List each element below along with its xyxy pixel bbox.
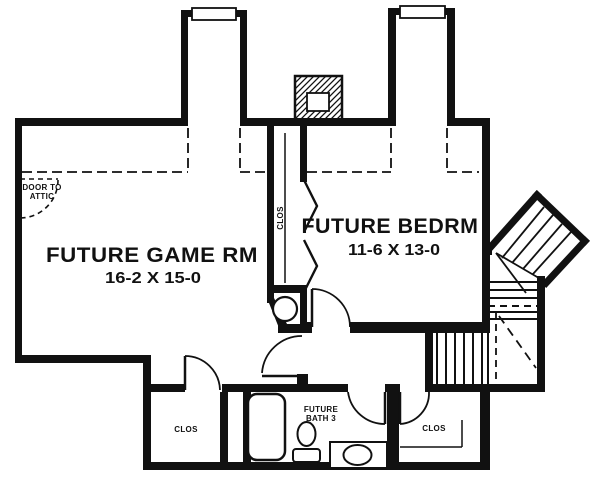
fixtures [246, 295, 388, 469]
dormer-left-wall-w [181, 12, 188, 126]
wall-top-right [455, 118, 490, 126]
water-heater [271, 295, 299, 323]
wall-bedroom-door-pier [300, 322, 312, 333]
dormer-right-wall-w [388, 10, 396, 126]
knee-wall-openings [302, 179, 319, 293]
chimney [293, 74, 344, 124]
wall-bedroom-right [482, 118, 490, 333]
wall-closet-right-upper [300, 126, 307, 182]
closet2-door [398, 391, 430, 425]
wall-bedroom-bottom [350, 322, 490, 333]
chimney-flue [306, 92, 330, 112]
bathtub [246, 392, 287, 462]
wall-wh-bottom [278, 324, 312, 333]
closet1-label: CLOS [174, 425, 198, 434]
wall-closet-right-lower [300, 290, 307, 333]
attic-label-line2: ATTIC [30, 192, 54, 201]
dormer-right-wall-e [447, 10, 455, 126]
doors [183, 288, 430, 425]
hall-closet-label: CLOS [276, 206, 285, 230]
hall-door [261, 335, 303, 378]
game-room-label: FUTURE GAME RM [46, 244, 258, 267]
game-room-dims: 16-2 X 15-0 [105, 270, 201, 287]
closet2-label: CLOS [422, 424, 446, 433]
wall-top-mid [247, 118, 388, 126]
wall-hall-seg1 [151, 384, 185, 392]
dormer-left-window [191, 7, 237, 21]
wall-lower-left [143, 355, 151, 470]
stair-treads-lower [436, 333, 489, 384]
wall-stair-hall [425, 330, 433, 392]
closet2-shelf-lines [400, 420, 463, 448]
wall-gameroom-bottom [15, 355, 150, 363]
wall-hall-seg2 [222, 384, 348, 392]
wall-stair-bottom [430, 384, 545, 392]
dormer-left-wall-e [240, 12, 247, 126]
bath-door [347, 391, 387, 425]
wall-closet1-right [220, 392, 228, 462]
wall-bottom-outer [143, 462, 490, 470]
wall-bath-closet2-divider [387, 392, 399, 462]
stairs [436, 206, 572, 386]
bath-label-line2: BATH 3 [306, 414, 336, 423]
attic-label-line1: DOOR TO [22, 183, 61, 192]
wall-left [15, 118, 22, 363]
wall-closet-divider [267, 285, 307, 293]
stair-headroom-lines [495, 312, 537, 386]
bath-label-line1: FUTURE [304, 405, 339, 414]
walls [15, 8, 545, 470]
stair-winders [495, 252, 545, 294]
bedroom-dims: 11-6 X 13-0 [348, 242, 440, 259]
bedroom-label: FUTURE BEDRM [302, 215, 479, 238]
wall-closet-left [267, 126, 274, 303]
labels: FUTURE GAME RM 16-2 X 15-0 FUTURE BEDRM … [22, 183, 478, 434]
toilet-tank [292, 448, 321, 463]
dormer-right-window [399, 5, 446, 19]
ceiling-break-lines [22, 128, 479, 173]
wall-hall-door-pier [297, 374, 308, 386]
closet1-door [183, 355, 221, 391]
stair-treads-landing [501, 206, 572, 275]
bedroom-door [310, 288, 351, 328]
wall-closet2-right [480, 392, 490, 462]
stair-landing-walls [483, 190, 590, 288]
wall-top-left [15, 118, 181, 126]
toilet-bowl [296, 421, 317, 447]
wall-hall-seg3 [385, 384, 400, 392]
attic-door-swing [19, 178, 59, 219]
wall-stair-right [537, 276, 545, 392]
sink-basin [342, 444, 373, 466]
